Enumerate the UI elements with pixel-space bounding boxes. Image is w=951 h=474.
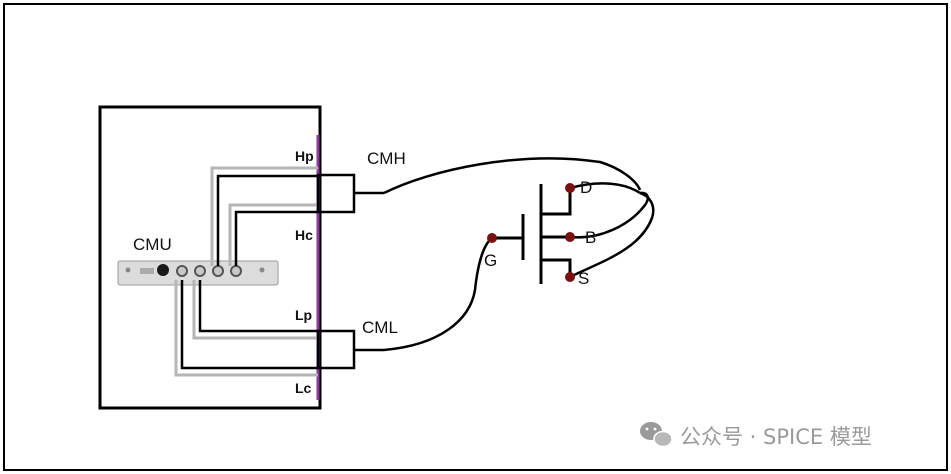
- coax-shield-cables: [174, 166, 318, 377]
- wechat-icon: [640, 422, 673, 448]
- cmu-label: CMU: [133, 235, 172, 254]
- source-terminal-dot: [565, 272, 575, 282]
- watermark-text: 公众号 · SPICE 模型: [680, 425, 872, 449]
- drain-terminal-dot: [565, 183, 575, 193]
- drain-label: D: [580, 178, 592, 197]
- gate-terminal-dot: [487, 233, 497, 243]
- cmh-connector: [316, 173, 384, 214]
- bulk-label: B: [585, 228, 596, 247]
- source-label: S: [578, 269, 589, 288]
- cml-connector: [316, 329, 384, 370]
- cmu-module: [117, 260, 279, 286]
- terminal-label-lc: Lc: [295, 380, 312, 396]
- terminal-label-hp: Hp: [295, 148, 314, 164]
- cmh-label: CMH: [367, 149, 406, 168]
- terminal-label-lp: Lp: [295, 307, 312, 323]
- watermark: 公众号 · SPICE 模型: [640, 422, 872, 449]
- mosfet-symbol: [492, 184, 572, 284]
- bulk-terminal-dot: [565, 232, 575, 242]
- instrument-box: [98, 105, 322, 410]
- probe-wires: [383, 157, 655, 352]
- gate-label: G: [484, 251, 497, 270]
- coax-center-wires: [180, 174, 318, 370]
- terminal-label-hc: Hc: [295, 227, 313, 243]
- cml-label: CML: [362, 318, 398, 337]
- outer-frame: [3, 3, 948, 471]
